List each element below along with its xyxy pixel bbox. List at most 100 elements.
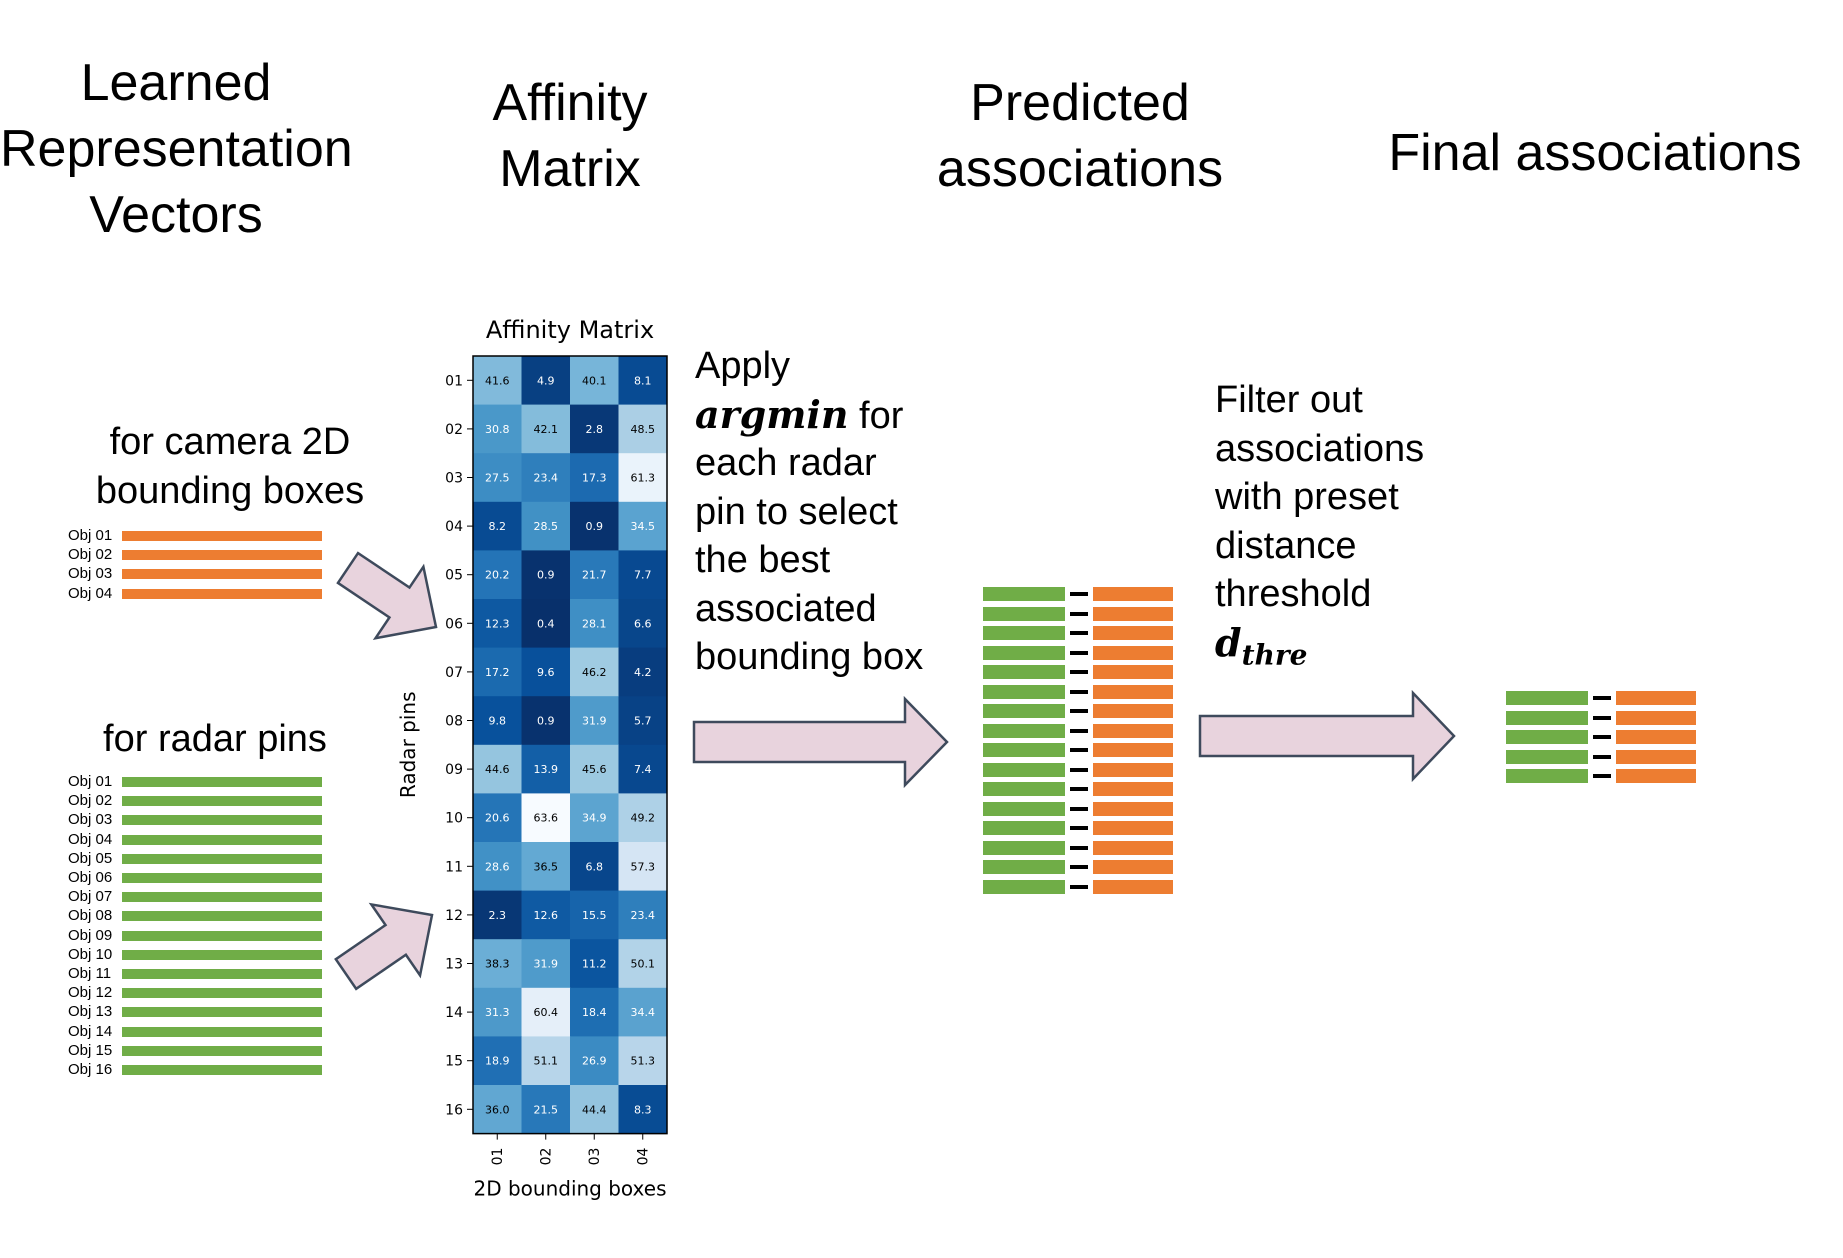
matrix-cell-value: 31.9 [534,958,559,971]
radar-vector-label: Obj 16 [68,1061,113,1078]
radar-vector-bar [122,930,322,941]
radar-vector-bar [122,1065,322,1075]
matrix-cell [618,1036,668,1086]
matrix-cell [570,987,619,1037]
predicted-link [1070,631,1088,635]
final-radar-bar [1506,769,1588,783]
filter-description: Filter out associations with preset dist… [1215,376,1424,672]
predicted-camera-bar [1093,860,1173,874]
radar-vector-bar [122,969,322,979]
matrix-cell [521,647,571,697]
radar-vector-label: Obj 02 [68,792,113,810]
radar-vector-label: Obj 08 [68,907,113,925]
matrix-cell [618,939,668,989]
matrix-cell [570,550,619,600]
radar-vector-label: Obj 10 [68,945,113,963]
predicted-radar-bar [983,860,1065,874]
matrix-cell-value: 12.3 [485,617,510,630]
predicted-camera-bar [1093,665,1173,679]
predicted-link [1070,806,1088,811]
matrix-cell [618,550,668,600]
threshold-math: dthre [1215,619,1424,672]
matrix-cell [570,890,619,940]
predicted-link [1070,826,1088,830]
predicted-link [1070,689,1088,694]
matrix-cell [618,696,668,746]
final-camera-bar [1616,730,1696,744]
row-tick-label: 12 [445,908,463,924]
matrix-cell [521,501,571,551]
matrix-cell-value: 26.9 [582,1055,607,1068]
predicted-link [1070,592,1088,596]
matrix-cell [618,744,668,794]
header-predicted-associations: Predicted associations [900,70,1260,202]
predicted-radar-bar [983,606,1065,621]
radar-vector-bar [122,796,322,807]
radar-vector-bar [122,988,322,999]
filter-line1: Filter out [1215,379,1363,421]
predicted-link [1070,845,1088,850]
matrix-cell-value: 28.1 [582,617,607,630]
matrix-cell-value: 4.9 [537,374,555,387]
predicted-radar-bar [983,743,1065,757]
matrix-cell-value: 31.3 [485,1006,510,1019]
col-tick-label: 04 [636,1148,652,1166]
matrix-cell-value: 51.3 [631,1055,656,1068]
matrix-cell-value: 13.9 [534,763,559,776]
matrix-cell [473,599,522,649]
predicted-radar-bar [983,801,1065,816]
predicted-link [1070,787,1088,791]
matrix-cell-value: 6.8 [586,860,604,873]
camera-vector-label: Obj 02 [68,546,113,564]
matrix-cell [618,453,668,503]
matrix-cell [473,890,522,940]
matrix-cell [618,647,668,697]
matrix-cell-value: 27.5 [485,472,510,485]
predicted-link [1070,865,1088,869]
matrix-cell-value: 18.4 [582,1006,607,1019]
matrix-cell-value: 6.6 [634,617,652,630]
matrix-cell [570,599,619,649]
threshold-subscript: thre [1241,638,1308,672]
matrix-cell-value: 9.8 [489,715,507,728]
predicted-camera-bar [1093,762,1173,777]
header-affinity-matrix: Affinity Matrix [410,70,730,202]
radar-vector-label: Obj 12 [68,984,113,1002]
row-tick-label: 11 [445,859,463,875]
header-affinity-line1: Affinity [492,74,648,132]
predicted-radar-bar [983,645,1065,660]
row-tick-label: 06 [445,616,463,632]
predicted-camera-bar [1093,587,1173,601]
camera-vector-label: Obj 01 [68,527,113,544]
matrix-cell-value: 8.3 [634,1103,652,1116]
matrix-cell [570,1036,619,1086]
arrow-to-final [1198,689,1456,783]
matrix-cell [570,696,619,746]
radar-caption-line1: for radar pins [103,718,327,760]
row-tick-label: 02 [445,422,463,438]
predicted-radar-bar [983,723,1065,738]
matrix-cell-value: 30.8 [485,423,510,436]
predicted-radar-bar [983,840,1065,855]
camera-vector-bar [122,569,322,580]
filter-line4: distance [1215,524,1357,567]
col-tick-label: 03 [587,1148,603,1166]
apply-line3: each radar [695,442,877,484]
predicted-radar-bar [983,665,1065,679]
radar-vector-bar [122,834,322,845]
radar-vector-bar [122,853,322,864]
header-learned-line1: Learned [80,54,272,112]
matrix-cell-value: 34.5 [631,520,656,533]
radar-vector-bar [122,911,322,922]
matrix-cell-value: 50.1 [631,958,656,971]
radar-vector-label: Obj 13 [68,1003,113,1021]
matrix-cell-value: 21.5 [534,1103,559,1116]
matrix-cell [473,842,522,892]
row-tick-label: 05 [445,568,463,584]
arrow-camera-to-matrix [336,551,438,640]
matrix-cell [521,550,571,600]
col-tick-label: 01 [490,1148,506,1166]
matrix-cell-value: 38.3 [485,958,510,971]
radar-vector-bar [122,873,322,883]
